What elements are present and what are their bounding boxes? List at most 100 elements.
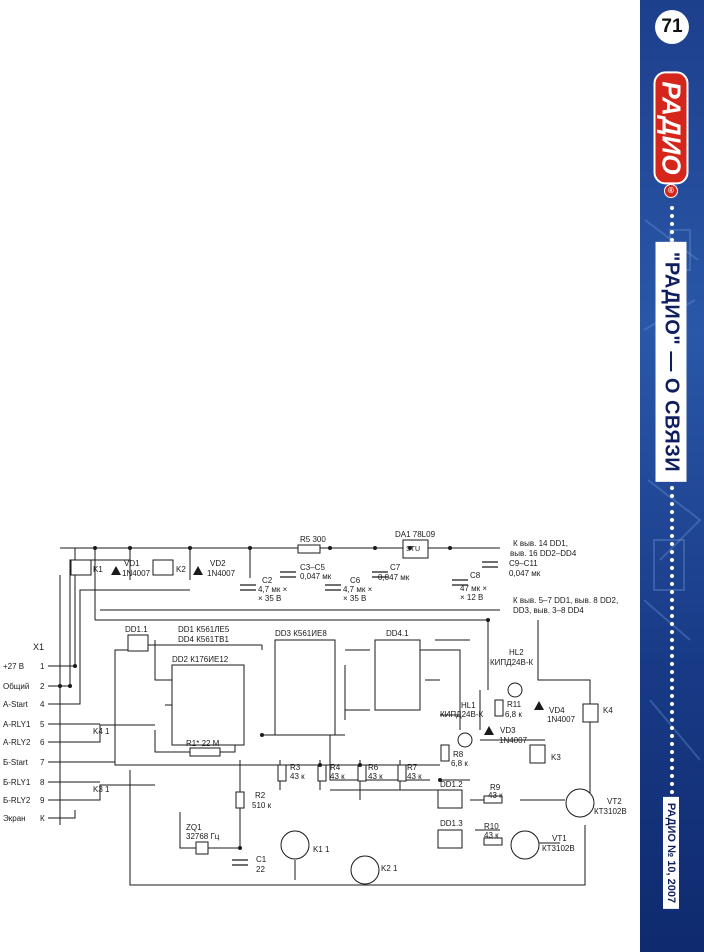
label-r5: R5 300 bbox=[300, 535, 326, 544]
label-k2: K2 bbox=[176, 565, 186, 574]
contact-k2-1 bbox=[350, 855, 380, 885]
label-c1-v: 22 bbox=[256, 865, 265, 874]
label-c9c11-v: 0,047 мк bbox=[509, 569, 541, 578]
label-hl1: HL1 bbox=[461, 701, 476, 710]
label-vd2: VD2 bbox=[210, 559, 226, 568]
note-1b: выв. 16 DD2–DD4 bbox=[510, 549, 577, 558]
label-da1: DA1 78L09 bbox=[395, 530, 436, 539]
label-vt2: VT2 bbox=[607, 797, 622, 806]
label-c8-v1: 47 мк × bbox=[460, 584, 487, 593]
label-vt2-type: КТ3102В bbox=[594, 807, 627, 816]
label-vd2-type: 1N4007 bbox=[207, 569, 236, 578]
power-labels: K1 VD1 1N4007 K2 VD2 1N4007 R5 300 DA1 7… bbox=[93, 530, 618, 615]
resistor-r10 bbox=[483, 837, 503, 846]
label-r2: R2 bbox=[255, 791, 266, 800]
label-r6-v: 43 к bbox=[368, 772, 383, 781]
capacitor-plates bbox=[232, 561, 498, 866]
label-hl1-type: КИПД24В-К bbox=[440, 710, 483, 719]
label-r10-v: 43 к bbox=[484, 831, 499, 840]
resistor-r7 bbox=[397, 764, 407, 782]
label-vd1: VD1 bbox=[124, 559, 140, 568]
pin-num: 6 bbox=[40, 738, 45, 747]
label-dd1-list: DD1 К561ЛЕ5 bbox=[178, 625, 230, 634]
label-vd4-type: 1N4007 bbox=[547, 715, 576, 724]
resistor-r5 bbox=[297, 544, 321, 554]
label-zq1-f: 32768 Гц bbox=[186, 832, 220, 841]
relay-k1-coil bbox=[70, 559, 92, 576]
label-r3: R3 bbox=[290, 763, 301, 772]
label-k4: K4 bbox=[603, 706, 613, 715]
label-hl2: HL2 bbox=[509, 648, 524, 657]
ic-dd2 bbox=[171, 664, 245, 746]
label-r7: R7 bbox=[407, 763, 418, 772]
label-r9-v: 43 к bbox=[488, 791, 503, 800]
label-zq1: ZQ1 bbox=[186, 823, 202, 832]
led-hl1 bbox=[457, 732, 473, 748]
pin-num: 9 bbox=[40, 796, 45, 805]
pin-label: Б-RLY1 bbox=[3, 778, 31, 787]
pin-num: 1 bbox=[40, 662, 45, 671]
schematic-diagram: X1 1 +27 В 2 Общий 4 A-Start 5 A-RLY1 6 … bbox=[3, 530, 627, 886]
label-c9c11: C9–C11 bbox=[509, 559, 538, 568]
component-outlines bbox=[70, 539, 599, 885]
label-r10: R10 bbox=[484, 822, 499, 831]
pin-num: К bbox=[40, 814, 45, 823]
label-c2-v1: 4,7 мк × bbox=[258, 585, 288, 594]
label-c3c5: C3–C5 bbox=[300, 563, 325, 572]
resistor-r8 bbox=[440, 744, 450, 762]
label-hl2-type: КИПД24В-К bbox=[490, 658, 533, 667]
label-c6-v1: 4,7 мк × bbox=[343, 585, 373, 594]
label-r4-v: 43 к bbox=[330, 772, 345, 781]
led-hl2 bbox=[507, 682, 523, 698]
diode-vd3 bbox=[484, 726, 494, 735]
label-r6: R6 bbox=[368, 763, 379, 772]
gate-dd1-2 bbox=[437, 789, 463, 809]
label-c6-v2: × 35 В bbox=[343, 594, 366, 603]
registered-mark: ® bbox=[664, 184, 678, 198]
diode-vd1 bbox=[111, 566, 121, 575]
pin-label: A-Start bbox=[3, 700, 29, 709]
label-k3: K3 bbox=[551, 753, 561, 762]
crystal-zq1 bbox=[195, 841, 209, 855]
label-r3-v: 43 к bbox=[290, 772, 305, 781]
section-title: "РАДИО" — О СВЯЗИ bbox=[655, 241, 687, 483]
pin-label: Общий bbox=[3, 682, 29, 691]
label-dd1-2: DD1.2 bbox=[440, 780, 463, 789]
junction-dots bbox=[58, 546, 490, 850]
label-vt1: VT1 bbox=[552, 834, 567, 843]
resistor-r6 bbox=[357, 764, 367, 782]
label-r7-v: 43 к bbox=[407, 772, 422, 781]
relay-k4-coil bbox=[582, 703, 599, 723]
relay-k2-coil bbox=[152, 559, 174, 576]
label-r2-v: 510 к bbox=[252, 801, 272, 810]
label-r8-v: 6,8 к bbox=[451, 759, 468, 768]
label-dd1-3: DD1.3 bbox=[440, 819, 463, 828]
gate-dd1-3 bbox=[437, 829, 463, 849]
resistor-r3 bbox=[277, 764, 287, 782]
label-stu: STU bbox=[406, 546, 420, 553]
ic-labels: DD1.1 DD1 К561ЛЕ5 DD4 К561ТВ1 DD2 К176ИЕ… bbox=[125, 625, 463, 828]
label-r8: R8 bbox=[453, 750, 464, 759]
pin-label: Б-RLY2 bbox=[3, 796, 31, 805]
label-k1-1: K1 1 bbox=[313, 845, 330, 854]
page-number: 71 bbox=[655, 10, 689, 44]
label-dd2: DD2 К176ИЕ12 bbox=[172, 655, 229, 664]
label-dd4-1: DD4.1 bbox=[386, 629, 409, 638]
label-r11: R11 bbox=[507, 700, 522, 709]
label-vt1-type: КТ3102В bbox=[542, 844, 575, 853]
label-r9: R9 bbox=[490, 783, 501, 792]
pin-label: A-RLY2 bbox=[3, 738, 31, 747]
label-vd4: VD4 bbox=[549, 706, 565, 715]
label-r1: R1* 22 М bbox=[186, 739, 220, 748]
regulator-da1 bbox=[402, 539, 429, 559]
label-c7: C7 bbox=[390, 563, 401, 572]
label-c1: C1 bbox=[256, 855, 267, 864]
label-c6: C6 bbox=[350, 576, 361, 585]
label-k4-1: K4 1 bbox=[93, 727, 110, 736]
resistor-r9 bbox=[483, 795, 503, 804]
wires bbox=[48, 547, 591, 886]
label-k2-1: K2 1 bbox=[381, 864, 398, 873]
pin-num: 4 bbox=[40, 700, 45, 709]
label-c7-v: 0,047 мк bbox=[378, 573, 410, 582]
note-2b: DD3, выв. 3–8 DD4 bbox=[513, 606, 584, 615]
